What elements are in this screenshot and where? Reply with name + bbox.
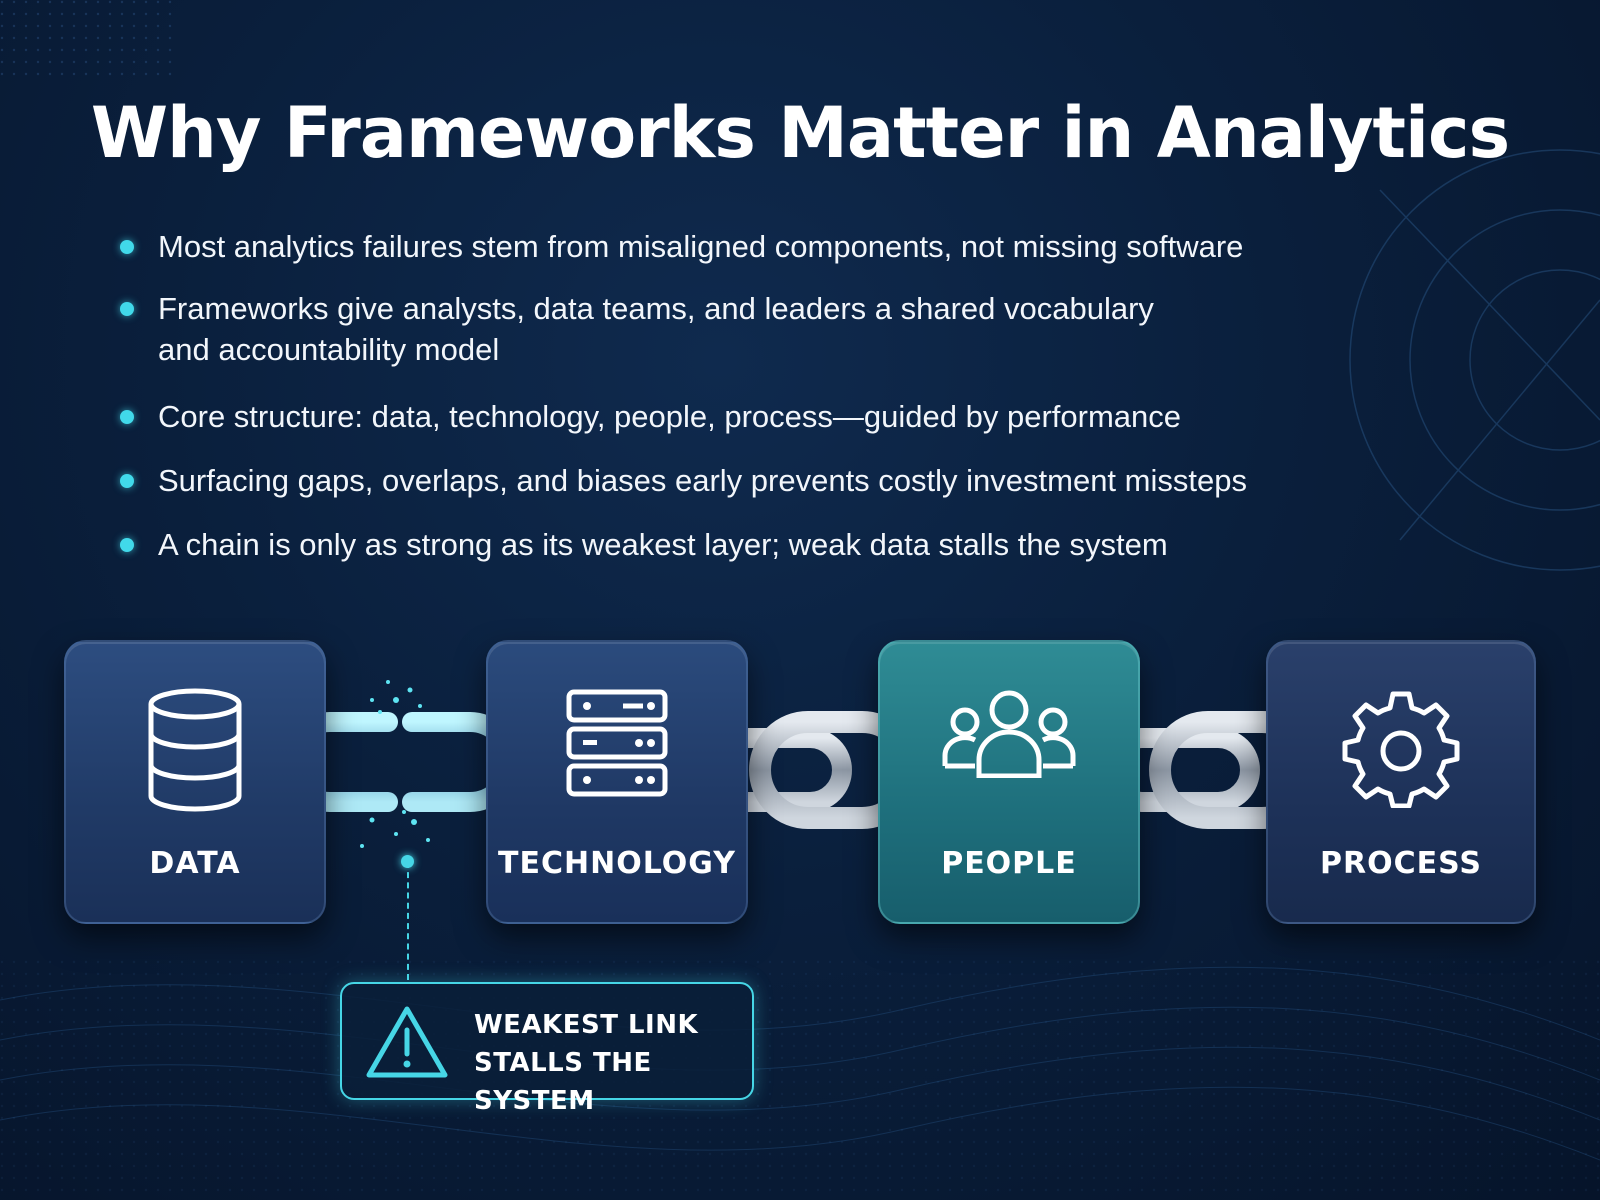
bullet-dot-icon <box>120 410 134 424</box>
card-people: PEOPLE <box>878 640 1140 924</box>
bullet-dot-icon <box>120 302 134 316</box>
bullet-text-continued: and accountability model <box>158 332 500 367</box>
bullet-item: Core structure: data, technology, people… <box>120 396 1418 437</box>
card-process: PROCESS <box>1266 640 1536 924</box>
bullet-item: A chain is only as strong as its weakest… <box>120 524 1418 565</box>
card-label: PROCESS <box>1320 846 1482 881</box>
bullet-text: Core structure: data, technology, people… <box>158 399 1181 434</box>
warning-icon <box>366 1006 448 1078</box>
bullet-item: Frameworks give analysts, data teams, an… <box>120 288 1418 370</box>
card-label: DATA <box>149 846 241 881</box>
card-label: PEOPLE <box>941 846 1077 881</box>
database-icon <box>148 688 242 812</box>
bullet-item: Most analytics failures stem from misali… <box>120 226 1418 267</box>
weakest-link-callout: WEAKEST LINK STALLS THE SYSTEM <box>340 982 754 1116</box>
card-label: TECHNOLOGY <box>498 846 736 881</box>
people-icon <box>942 690 1076 778</box>
callout-anchor-dot <box>401 855 414 868</box>
page-title: Why Frameworks Matter in Analytics <box>90 92 1510 174</box>
bullet-text: Most analytics failures stem from misali… <box>158 229 1244 264</box>
bullet-dot-icon <box>120 474 134 488</box>
bullet-dot-icon <box>120 538 134 552</box>
callout-line: STALLS THE SYSTEM <box>474 1048 652 1116</box>
card-technology: TECHNOLOGY <box>486 640 748 924</box>
bullet-dot-icon <box>120 240 134 254</box>
bullet-text: Surfacing gaps, overlaps, and biases ear… <box>158 463 1247 498</box>
bullet-text: A chain is only as strong as its weakest… <box>158 527 1168 562</box>
bullet-item: Surfacing gaps, overlaps, and biases ear… <box>120 460 1418 501</box>
callout-text: WEAKEST LINK STALLS THE SYSTEM <box>474 1006 752 1120</box>
callout-connector <box>407 862 409 980</box>
card-data: DATA <box>64 640 326 924</box>
gear-icon <box>1342 691 1460 808</box>
server-icon <box>566 689 668 797</box>
bullet-text: Frameworks give analysts, data teams, an… <box>158 291 1154 326</box>
callout-line: WEAKEST LINK <box>474 1010 699 1040</box>
